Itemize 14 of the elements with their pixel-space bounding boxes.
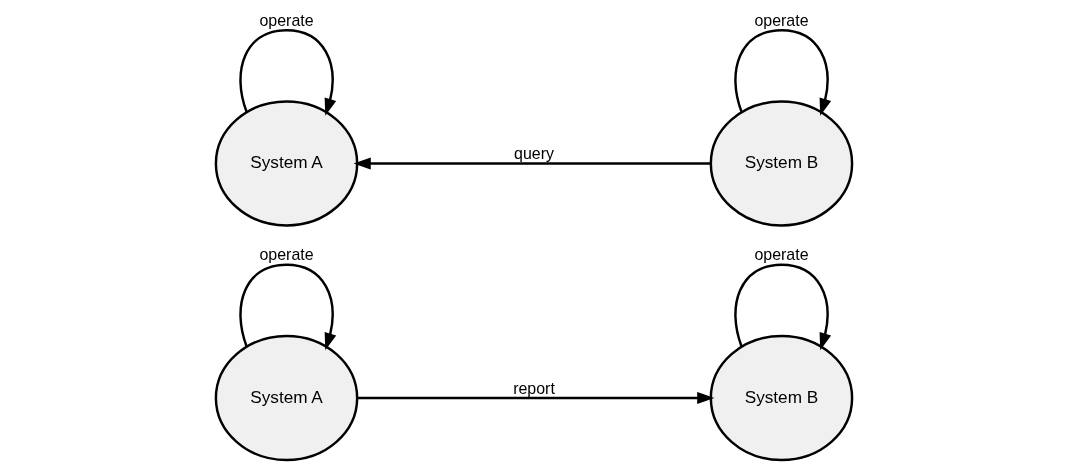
arrow — [353, 157, 711, 170]
edge-label: operate — [754, 11, 809, 29]
edge-label: report — [513, 379, 555, 397]
arrow — [239, 28, 337, 116]
arrow — [357, 391, 715, 405]
arrow — [734, 263, 832, 351]
arrow — [239, 263, 337, 351]
edge-label: operate — [259, 11, 314, 29]
arrow — [734, 28, 832, 116]
edge-label: query — [514, 145, 554, 162]
edge-label: operate — [754, 246, 809, 264]
edge-label: operate — [259, 246, 314, 264]
node-ellipse: System B — [709, 100, 854, 227]
node-ellipse: System A — [214, 100, 359, 227]
